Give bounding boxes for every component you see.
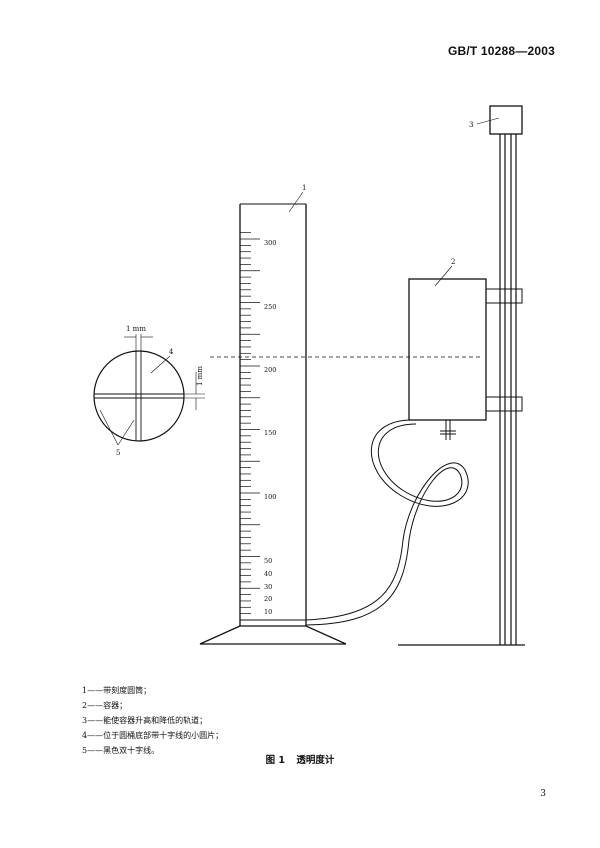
rail-top-box: [489, 105, 523, 135]
callout-3: 3: [469, 121, 473, 129]
scale-label: 50: [264, 557, 272, 565]
standard-number: GB/T 10288—2003: [447, 44, 555, 58]
scale-label: 200: [264, 366, 276, 374]
figure-title: 透明度计: [296, 755, 335, 766]
scale-label: 300: [264, 239, 276, 247]
figure-number: 图 1: [265, 755, 286, 766]
legend-item: 4——位于圆桶底部带十字线的小圆片；: [82, 731, 224, 740]
scale-label: 150: [264, 429, 276, 437]
scale-label: 10: [264, 608, 272, 616]
scale-label: 30: [264, 583, 272, 591]
callout-1: 1: [302, 184, 306, 192]
graduated-cylinder: [199, 203, 347, 645]
scale-label: 40: [264, 570, 272, 578]
callout-2: 2: [451, 258, 455, 266]
transparency-meter-figure: 1 2 3 4 5 1 mm 1 mm 300 250 200 150 100 …: [93, 105, 525, 646]
legend-item: 2——容器；: [82, 701, 128, 710]
callout-5: 5: [116, 449, 120, 457]
container: [408, 278, 523, 440]
scale-label: 100: [264, 493, 276, 501]
legend-item: 3——能使容器升高和降低的轨道；: [82, 716, 208, 725]
scale-label: 20: [264, 595, 272, 603]
rail-stand: [398, 134, 525, 646]
dim-vertical-label: 1 mm: [196, 366, 204, 386]
dim-horizontal-label: 1 mm: [126, 325, 146, 333]
figure-legend: 1——带刻度圆筒； 2——容器； 3——能使容器升高和降低的轨道； 4——位于圆…: [82, 683, 223, 758]
legend-item: 5——黑色双十字线。: [82, 746, 160, 755]
legend-item: 1——带刻度圆筒；: [82, 686, 152, 695]
cross-disc: [93, 334, 205, 446]
callout-4: 4: [169, 348, 174, 356]
scale-label: 250: [264, 303, 276, 311]
figure-caption: 图 1 透明度计: [0, 752, 600, 766]
connecting-tube: [305, 419, 469, 626]
page-number: 3: [540, 789, 546, 799]
